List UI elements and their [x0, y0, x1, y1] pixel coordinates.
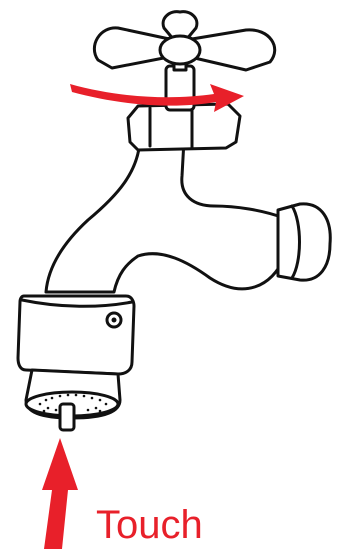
faucet-set-screw-center [112, 318, 117, 323]
faucet-side-outlet [278, 204, 330, 280]
faucet-touch-pin [60, 404, 74, 430]
up-arrow-icon [42, 438, 78, 549]
touch-label: Touch [96, 503, 203, 547]
faucet-body [46, 140, 284, 292]
faucet-handle-hub [160, 36, 200, 64]
faucet-icon [18, 12, 330, 430]
faucet-aerator-collar [18, 296, 134, 374]
